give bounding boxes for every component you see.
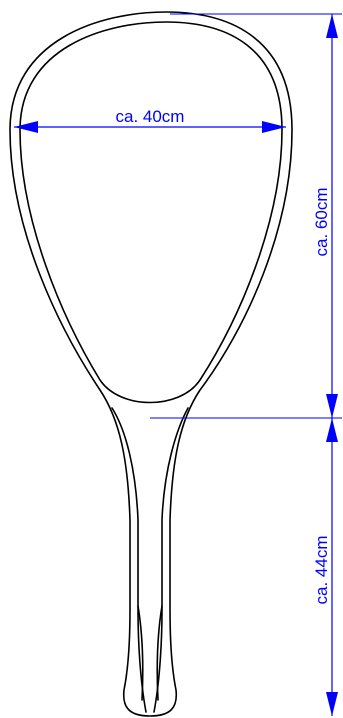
grip-detail-left (137, 605, 144, 701)
width-arrow-right (262, 121, 286, 133)
handle-length-arrow-bottom (326, 692, 338, 716)
handle-left-line (111, 407, 147, 713)
net-outer-contour (9, 11, 293, 717)
handle-right-line (153, 407, 189, 713)
width-dimension: ca. 40cm (14, 107, 286, 133)
handle-length-arrow-top (326, 418, 338, 442)
hoop-height-arrow-top (326, 14, 338, 38)
grip-detail-right (156, 605, 163, 701)
hoop-inner-rim (19, 21, 283, 404)
hoop-height-arrow-bottom (326, 394, 338, 418)
handle-length-dimension: ca. 44cm (312, 418, 338, 716)
landing-net-outline (9, 11, 293, 717)
width-arrow-left (14, 121, 38, 133)
hoop-height-label: ca. 60cm (312, 188, 331, 257)
handle-length-label: ca. 44cm (312, 536, 331, 605)
hoop-height-dimension: ca. 60cm (150, 13, 342, 419)
width-label: ca. 40cm (116, 107, 185, 126)
